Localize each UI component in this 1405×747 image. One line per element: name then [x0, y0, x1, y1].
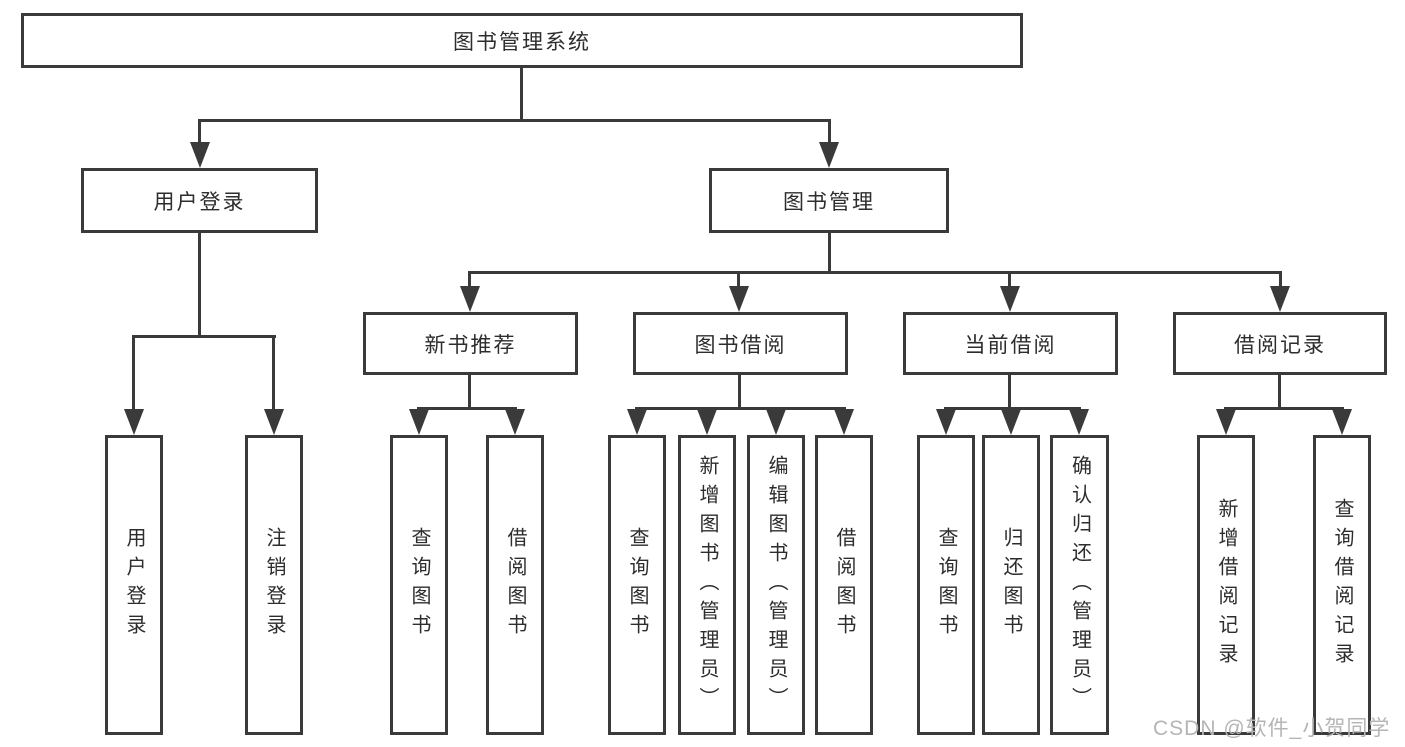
leaf-borrow-book: 借阅图书	[815, 435, 873, 735]
connector-current-stem	[1008, 375, 1011, 407]
leaf-user-login: 用户登录	[105, 435, 163, 735]
connector-book-management-hbar	[468, 271, 1282, 274]
node-label: 用户登录	[123, 527, 145, 643]
connector-user-login-hbar	[132, 335, 276, 338]
arrow-down-icon	[766, 409, 786, 435]
node-label: 图书借阅	[694, 333, 787, 357]
connector-stem-current	[1008, 271, 1011, 286]
connector-stem-records	[1279, 271, 1282, 286]
connector-borrowing-hbar	[635, 407, 846, 410]
leaf-query-borrow-record: 查询借阅记录	[1313, 435, 1371, 735]
node-label: 归还图书	[1000, 527, 1022, 643]
node-user-login: 用户登录	[81, 168, 318, 233]
leaf-add-borrow-record: 新增借阅记录	[1197, 435, 1255, 735]
node-label: 查询借阅记录	[1331, 498, 1353, 672]
arrow-down-icon	[834, 409, 854, 435]
node-label: 当前借阅	[964, 333, 1057, 357]
arrow-down-icon	[1000, 286, 1020, 312]
arrow-down-icon	[1332, 409, 1352, 435]
connector-current-hbar	[944, 407, 1081, 410]
node-label: 查询图书	[408, 527, 430, 643]
arrow-down-icon	[264, 409, 284, 435]
connector-stem-book-management	[828, 119, 831, 144]
arrow-down-icon	[697, 409, 717, 435]
leaf-return-book: 归还图书	[982, 435, 1040, 735]
node-label: 查询图书	[935, 527, 957, 643]
arrow-down-icon	[819, 142, 839, 168]
node-borrowing-records: 借阅记录	[1173, 312, 1387, 375]
arrow-down-icon	[505, 409, 525, 435]
leaf-logout: 注销登录	[245, 435, 303, 735]
connector-stem-new-book	[468, 271, 471, 286]
arrow-down-icon	[936, 409, 956, 435]
connector-stem-borrowing	[737, 271, 740, 286]
node-label: 用户登录	[153, 190, 246, 214]
arrow-down-icon	[124, 409, 144, 435]
leaf-query-books-borrowing: 查询图书	[608, 435, 666, 735]
node-book-management: 图书管理	[709, 168, 949, 233]
connector-user-login-stem	[198, 233, 201, 335]
node-label: 借阅图书	[504, 527, 526, 643]
leaf-query-books-current: 查询图书	[917, 435, 975, 735]
arrow-down-icon	[460, 286, 480, 312]
node-current-borrowing: 当前借阅	[903, 312, 1118, 375]
connector-stem-leaf	[132, 335, 135, 409]
node-label: 借阅图书	[833, 527, 855, 643]
arrow-down-icon	[409, 409, 429, 435]
node-new-book-recommend: 新书推荐	[363, 312, 578, 375]
node-book-borrowing: 图书借阅	[633, 312, 848, 375]
leaf-borrow-books-recommend: 借阅图书	[486, 435, 544, 735]
connector-new-book-stem	[468, 375, 471, 407]
leaf-add-book-admin: 新增图书（管理员）	[678, 435, 736, 735]
node-label: 新增借阅记录	[1215, 498, 1237, 672]
arrow-down-icon	[729, 286, 749, 312]
arrow-down-icon	[1069, 409, 1089, 435]
connector-root-stem	[520, 68, 523, 119]
arrow-down-icon	[1270, 286, 1290, 312]
leaf-query-books-recommend: 查询图书	[390, 435, 448, 735]
leaf-confirm-return-admin: 确认归还（管理员）	[1050, 435, 1109, 735]
connector-records-hbar	[1224, 407, 1344, 410]
node-label: 新书推荐	[424, 333, 517, 357]
csdn-watermark: CSDN @软件_小贺同学	[1153, 717, 1391, 740]
node-label: 图书管理	[783, 190, 875, 214]
connector-book-management-stem	[828, 233, 831, 271]
connector-stem-user-login	[198, 119, 201, 144]
connector-new-book-hbar	[417, 407, 517, 410]
node-library-management-system: 图书管理系统	[21, 13, 1023, 68]
node-label: 借阅记录	[1234, 333, 1326, 357]
connector-stem-leaf	[272, 335, 275, 409]
node-label: 查询图书	[626, 527, 648, 643]
connector-records-stem	[1278, 375, 1281, 407]
node-label: 注销登录	[263, 527, 285, 643]
node-label: 图书管理系统	[453, 30, 591, 54]
arrow-down-icon	[190, 142, 210, 168]
leaf-edit-book-admin: 编辑图书（管理员）	[747, 435, 805, 735]
node-label: 确认归还（管理员）	[1068, 454, 1091, 716]
arrow-down-icon	[627, 409, 647, 435]
node-label: 新增图书（管理员）	[696, 454, 718, 716]
connector-borrowing-stem	[738, 375, 741, 407]
connector-root-hbar	[198, 119, 831, 122]
node-label: 编辑图书（管理员）	[765, 454, 787, 716]
arrow-down-icon	[1216, 409, 1236, 435]
arrow-down-icon	[1001, 409, 1021, 435]
